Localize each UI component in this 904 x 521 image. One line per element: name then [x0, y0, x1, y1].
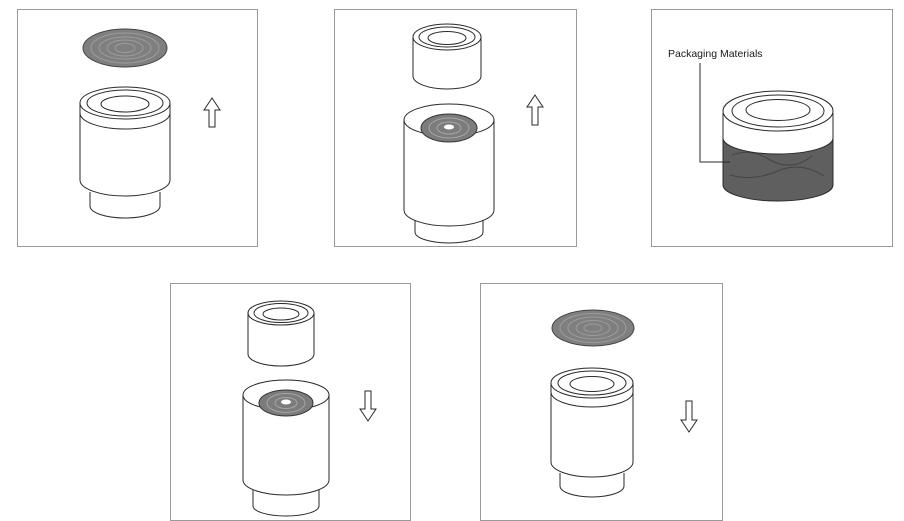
filter-disc-icon — [551, 309, 635, 347]
step-2-panel — [334, 9, 577, 247]
step-3-illustration — [699, 63, 834, 202]
cap-icon — [247, 300, 315, 367]
canister-with-filter-icon — [242, 379, 330, 517]
arrow-down-icon — [680, 400, 698, 433]
cap-icon — [412, 23, 482, 90]
step-2-illustration — [403, 23, 544, 244]
step-1-illustration — [79, 28, 221, 219]
step-5-illustration — [550, 309, 698, 498]
canister-icon — [550, 367, 634, 498]
canister-with-filter-icon — [403, 103, 495, 244]
step-3-panel: Packaging Materials — [651, 9, 893, 247]
step-1-panel — [17, 9, 258, 247]
canister-icon — [79, 86, 171, 219]
arrow-down-icon — [359, 390, 377, 422]
callout-leader-line — [699, 63, 730, 163]
step-4-illustration — [242, 300, 377, 517]
wrapped-canister-icon — [722, 90, 834, 202]
filter-disc-icon — [82, 28, 168, 68]
step-5-panel — [480, 283, 723, 521]
packaging-materials-label: Packaging Materials — [668, 48, 763, 60]
arrow-up-icon — [526, 94, 544, 126]
step-4-panel — [170, 283, 411, 521]
arrow-up-icon — [203, 97, 221, 128]
